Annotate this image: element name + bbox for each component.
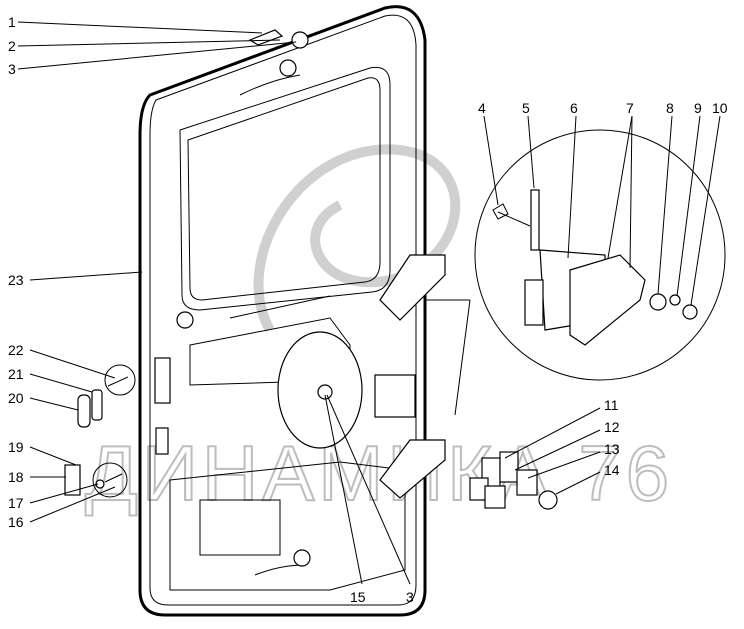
leader-lines (17, 21, 721, 585)
callout-9: 9 (694, 100, 702, 116)
watermark-text: ДИНАМИКА 76 (85, 429, 673, 517)
hinge-parts-11-14 (469, 451, 558, 510)
callout-13: 13 (604, 441, 620, 457)
callout-4: 4 (478, 100, 486, 116)
hinge-detail-view (425, 129, 726, 416)
callout-21: 21 (8, 366, 24, 382)
callout-20: 20 (8, 390, 24, 406)
callout-14: 14 (604, 462, 620, 478)
callout-5: 5 (522, 100, 530, 116)
callout-11: 11 (604, 397, 619, 413)
callout-3b: 3 (406, 589, 414, 605)
callout-19: 19 (8, 439, 24, 455)
callout-labels: 1 2 3 4 5 6 7 8 9 10 11 12 13 14 15 3 16… (8, 14, 728, 605)
callout-12: 12 (604, 419, 620, 435)
callout-10: 10 (712, 100, 728, 116)
callout-16: 16 (8, 514, 24, 530)
callout-6: 6 (570, 100, 578, 116)
callout-15: 15 (350, 589, 366, 605)
callout-3: 3 (8, 61, 16, 77)
callout-7: 7 (626, 100, 634, 116)
callout-22: 22 (8, 342, 24, 358)
callout-17: 17 (8, 495, 24, 511)
callout-8: 8 (666, 100, 674, 116)
callout-18: 18 (8, 469, 24, 485)
callout-2: 2 (8, 38, 16, 54)
callout-1: 1 (8, 14, 16, 30)
lock-parts-16-22 (64, 364, 136, 498)
callout-23: 23 (8, 272, 24, 288)
door-panel (138, 5, 446, 617)
